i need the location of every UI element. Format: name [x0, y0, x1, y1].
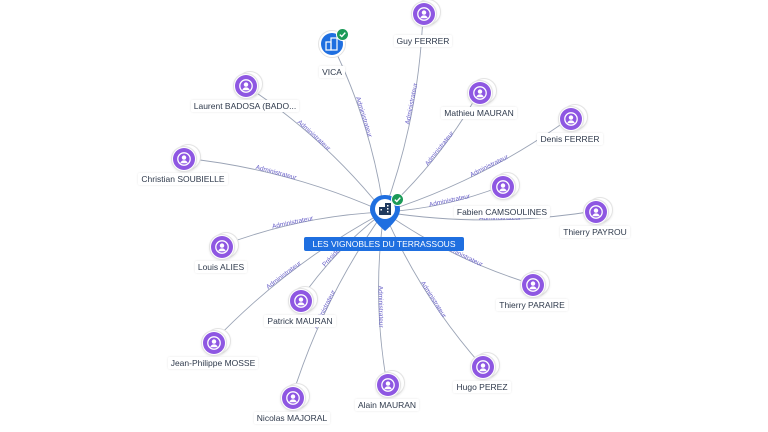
avatar[interactable]	[171, 144, 201, 172]
avatar-ring	[558, 106, 584, 132]
edge-label-alain-mauran: Administrateur	[376, 286, 384, 329]
person-icon	[173, 148, 195, 170]
building-icon	[379, 203, 391, 215]
node-label: Alain MAURAN	[307, 399, 467, 411]
avatar-ring	[375, 372, 401, 398]
avatar[interactable]	[520, 270, 550, 298]
edge-hugo-perez	[383, 211, 483, 367]
person-icon	[203, 332, 225, 354]
node-label-text: Mathieu MAURAN	[441, 107, 517, 119]
person-icon	[235, 75, 257, 97]
node-label-text: Guy FERRER	[393, 35, 453, 47]
avatar-ring	[470, 354, 496, 380]
node-label-text: VICA	[319, 66, 345, 78]
node-label: Christian SOUBIELLE	[103, 173, 263, 185]
node-label-text: Christian SOUBIELLE	[138, 173, 228, 185]
node-label-text: Thierry PARAIRE	[496, 299, 568, 311]
node-label: Nicolas MAJORAL	[212, 412, 372, 424]
avatar[interactable]	[490, 172, 520, 200]
avatar-ring	[490, 174, 516, 200]
node-label-text: Nicolas MAJORAL	[253, 412, 331, 424]
avatar-ring	[209, 234, 235, 260]
avatar[interactable]	[375, 370, 405, 398]
edge-christian-soubielle	[182, 157, 385, 213]
node-label-text: Jean-Philippe MOSSE	[167, 357, 259, 369]
edge-label-hugo-perez: Administrateur	[419, 280, 448, 320]
node-label: Mathieu MAURAN	[399, 107, 559, 119]
node-label: VICA	[252, 66, 412, 78]
center-company-node[interactable]	[368, 193, 404, 233]
edge-thierry-paraire	[383, 211, 533, 285]
avatar[interactable]	[233, 71, 263, 99]
edge-alain-mauran	[378, 211, 388, 385]
edge-laurent-badosa	[244, 84, 385, 213]
person-icon	[472, 356, 494, 378]
edge-jean-philippe-mosse	[212, 211, 385, 343]
node-label-text: Thierry PAYROU	[560, 226, 630, 238]
avatar-ring	[520, 272, 546, 298]
node-label-text: Patrick MAURAN	[264, 315, 336, 327]
map-pin-icon	[370, 195, 400, 231]
person-icon	[290, 290, 312, 312]
node-label: Fabien CAMSOULINES	[422, 206, 582, 218]
node-label: Guy FERRER	[343, 35, 503, 47]
node-label: Patrick MAURAN	[220, 315, 380, 327]
person-icon	[492, 176, 514, 198]
avatar-ring	[467, 80, 493, 106]
avatar[interactable]	[280, 383, 310, 411]
edge-denis-ferrer	[383, 117, 571, 213]
avatar-ring	[171, 146, 197, 172]
avatar[interactable]	[209, 232, 239, 260]
person-icon	[413, 3, 435, 25]
edge-label-guy-ferrer: Administrateur	[404, 82, 419, 125]
node-label-text: Laurent BADOSA (BADO...	[190, 100, 300, 112]
node-label: Jean-Philippe MOSSE	[133, 357, 293, 369]
avatar[interactable]	[288, 286, 318, 314]
avatar[interactable]	[583, 197, 613, 225]
node-label: Hugo PEREZ	[402, 381, 562, 393]
node-label-text: Alain MAURAN	[354, 399, 420, 411]
node-label: Denis FERRER	[490, 133, 650, 145]
edge-label-mathieu-mauran: Administrateur	[424, 130, 456, 168]
avatar-ring	[201, 330, 227, 356]
person-icon	[282, 387, 304, 409]
avatar[interactable]	[558, 104, 588, 132]
person-icon	[469, 82, 491, 104]
node-label: Louis ALIES	[141, 261, 301, 273]
edge-label-vica: Administrateur	[354, 96, 373, 139]
avatar-ring	[411, 1, 437, 27]
avatar-ring	[280, 385, 306, 411]
node-label: Laurent BADOSA (BADO...	[165, 100, 325, 112]
edge-thierry-payrou	[383, 210, 596, 221]
node-label-text: Fabien CAMSOULINES	[453, 206, 551, 218]
person-icon	[560, 108, 582, 130]
edge-label-louis-alies: Administrateur	[271, 215, 314, 231]
avatar[interactable]	[470, 352, 500, 380]
edge-louis-alies	[220, 211, 385, 247]
edge-label-thierry-payrou: Administrateur	[479, 215, 522, 222]
node-label-text: Louis ALIES	[194, 261, 248, 273]
center-company-label[interactable]: LES VIGNOBLES DU TERRASSOUS	[304, 237, 464, 251]
company-icon[interactable]	[318, 28, 349, 58]
check-icon	[391, 193, 404, 206]
avatar-ring	[233, 73, 259, 99]
check-icon	[336, 28, 349, 41]
person-icon	[522, 274, 544, 296]
avatar[interactable]	[201, 328, 231, 356]
edge-vica	[331, 43, 385, 213]
avatar-ring	[288, 288, 314, 314]
avatar[interactable]	[411, 0, 441, 27]
edge-label-laurent-badosa: Administrateur	[296, 119, 332, 153]
edge-nicolas-majoral	[291, 211, 385, 398]
person-icon	[377, 374, 399, 396]
person-icon	[211, 236, 233, 258]
avatar-ring	[583, 199, 609, 225]
person-icon	[585, 201, 607, 223]
node-label-text: Hugo PEREZ	[453, 381, 511, 393]
node-label: Thierry PARAIRE	[452, 299, 612, 311]
avatar[interactable]	[467, 78, 497, 106]
node-label: Thierry PAYROU	[515, 226, 675, 238]
node-label-text: Denis FERRER	[537, 133, 603, 145]
